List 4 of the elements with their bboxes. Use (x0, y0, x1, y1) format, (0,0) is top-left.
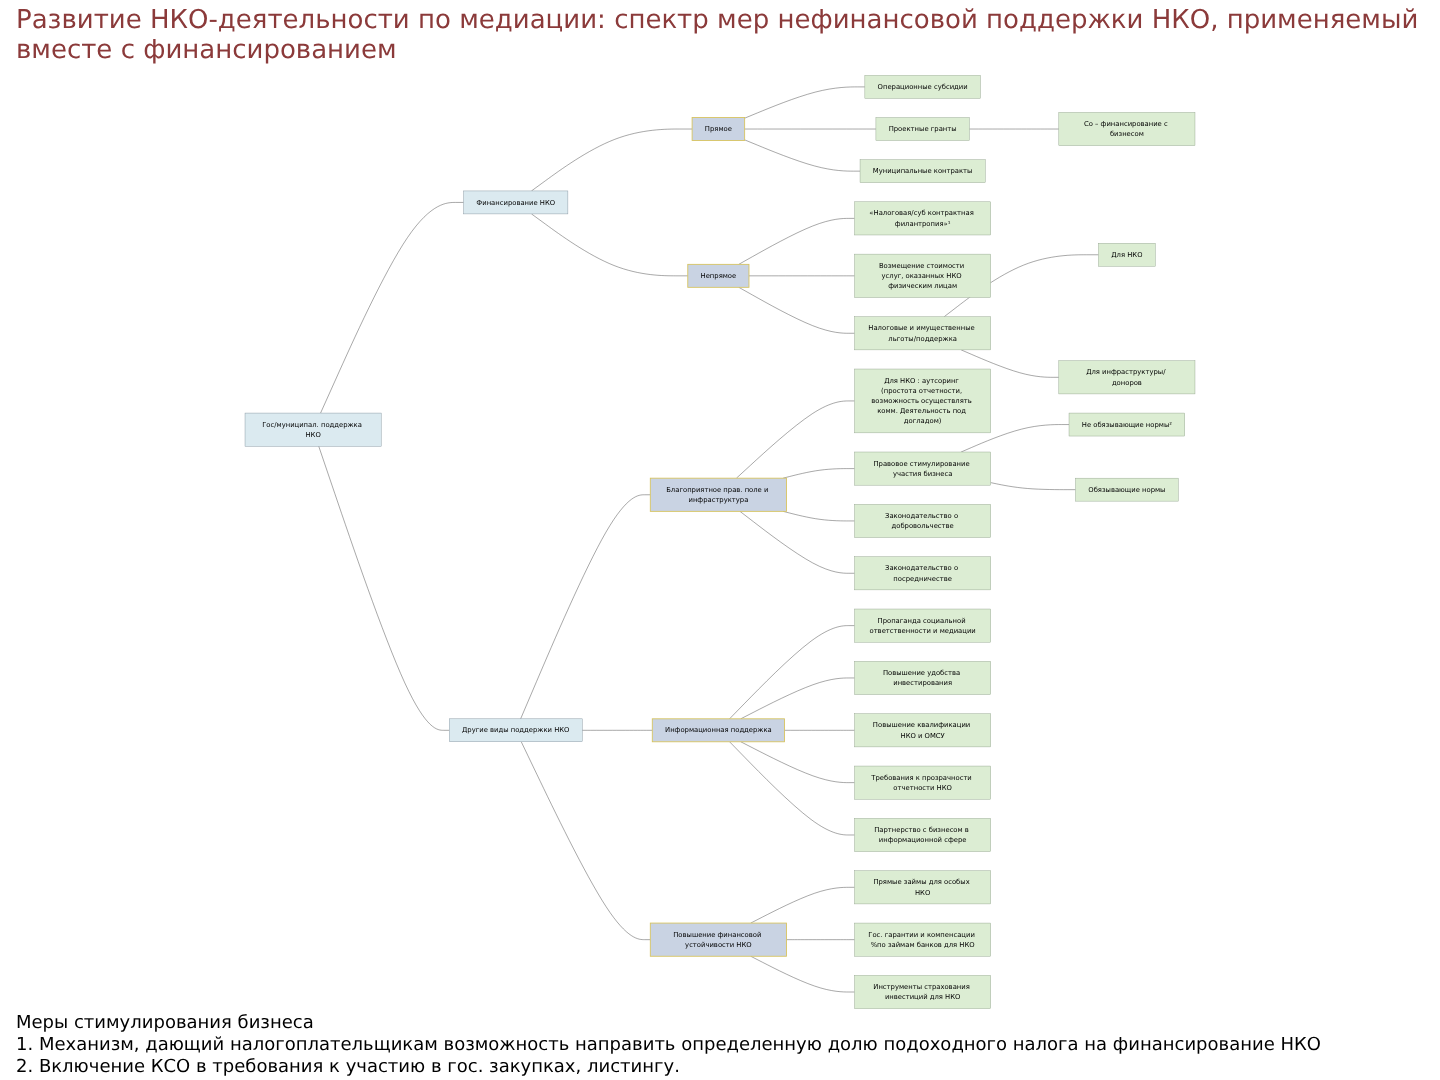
footnote-text: 1. Механизм, дающий налогоплательщикам возможность направить определенную долю подоходного налога на финансирование НКО (16, 1036, 1323, 1056)
footnote-text: Меры стимулирования бизнеса (16, 1014, 316, 1034)
title: Развитие НКО-деятельности по медиации: спектр мер нефинансовой поддержки НКО, применяемый вместе с финансированием (14, 4, 1421, 70)
footnote-text: 2. Включение КСО в требования к участию в гос. закупках, листингу. (16, 1058, 682, 1078)
